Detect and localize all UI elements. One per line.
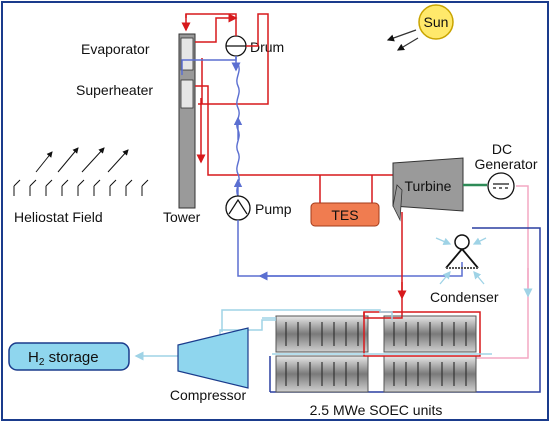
soec-units-label: 2.5 MWe SOEC units	[310, 402, 443, 418]
pump-icon	[225, 195, 251, 221]
sun-label: Sun	[424, 14, 449, 30]
condenser-icon	[445, 234, 479, 269]
turbine-exhaust	[392, 184, 403, 222]
turbine	[392, 157, 464, 212]
reflected-rays	[35, 147, 129, 173]
evaporator-label: Evaporator	[81, 41, 150, 57]
soec-units	[275, 315, 477, 393]
generator-label: Generator	[474, 156, 537, 172]
generator-icon	[487, 172, 515, 200]
sun-rays	[386, 29, 419, 51]
tes-unit	[310, 202, 380, 227]
hydrogen-line	[219, 309, 393, 338]
turbine-label: Turbine	[405, 178, 452, 194]
superheater-label: Superheater	[76, 82, 153, 98]
evaporator-loop	[185, 13, 269, 105]
compressor-label: Compressor	[170, 387, 247, 403]
compressor	[177, 327, 249, 389]
h2-storage-label: H2 storage	[28, 349, 99, 368]
pump-label: Pump	[255, 201, 292, 217]
h2-storage-tank	[8, 342, 130, 371]
tower-label: Tower	[163, 209, 201, 225]
condenser-label: Condenser	[430, 289, 499, 305]
condensate-return-line	[237, 220, 463, 277]
superheater-panel	[180, 79, 194, 109]
condenser-cooling-arrows	[435, 237, 487, 285]
heliostat-field-label: Heliostat Field	[14, 209, 103, 225]
drum-label: Drum	[250, 39, 284, 55]
tes-label: TES	[331, 207, 358, 223]
soec-piping	[262, 311, 492, 357]
dc-label: DC	[492, 141, 512, 157]
heliostat-mirrors	[13, 179, 149, 196]
sun-icon	[418, 4, 454, 40]
feedwater-line-to-drum	[181, 56, 241, 75]
steam-line-to-turbine	[195, 85, 393, 204]
drum-icon	[225, 35, 247, 57]
tower	[178, 33, 196, 209]
evaporator-panel	[180, 37, 194, 71]
heliostat-field	[13, 147, 149, 196]
